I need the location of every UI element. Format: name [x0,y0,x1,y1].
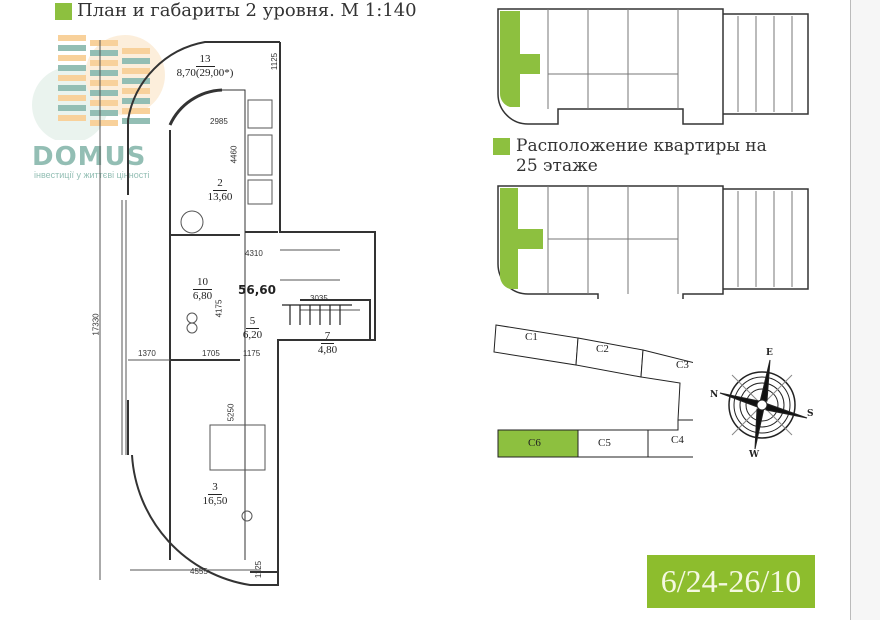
dim-3035: 3035 [310,294,328,303]
apartment-code-badge: 6/24-26/10 [647,555,815,608]
dim-2985: 2985 [210,117,228,126]
dim-1125-top: 1125 [270,52,280,71]
section-c6[interactable]: C6 [528,437,541,449]
dim-1705: 1705 [202,349,220,358]
dim-1175: 1175 [243,349,261,358]
logo-word: DOMUS [32,142,147,172]
compass-w: W [749,450,760,460]
plan-title: План и габариты 2 уровня. М 1:140 [77,0,417,21]
dim-4555: 4555 [190,567,208,576]
total-area: 56,60 [238,283,276,297]
dim-4310: 4310 [245,249,263,258]
dim-4175: 4175 [214,299,224,318]
side-panel [850,0,880,620]
floor-location-plans [497,8,809,299]
section-diagram [493,324,693,458]
dim-1125-bottom: 1125 [254,560,264,579]
dim-4460: 4460 [229,145,239,164]
compass-e: E [766,348,773,358]
dim-5250: 5250 [226,403,236,422]
logo-buildings-icon [32,35,165,143]
section-c5[interactable]: C5 [598,437,611,449]
section-c4[interactable]: C4 [671,434,684,446]
dim-1370: 1370 [138,349,156,358]
section-c2[interactable]: C2 [596,343,609,355]
dim-17330: 17330 [91,313,101,336]
compass-n: N [710,390,719,400]
floor-plan [99,40,376,586]
domus-logo: DOMUS інвестиції у життєві цінності [30,30,170,180]
logo-tagline: інвестиції у життєві цінності [34,170,150,180]
location-marker [493,138,510,155]
compass-rose-icon [719,359,808,450]
compass-s: S [807,409,814,419]
section-c3[interactable]: C3 [676,359,689,371]
title-marker [55,3,72,20]
section-c1[interactable]: C1 [525,331,538,343]
